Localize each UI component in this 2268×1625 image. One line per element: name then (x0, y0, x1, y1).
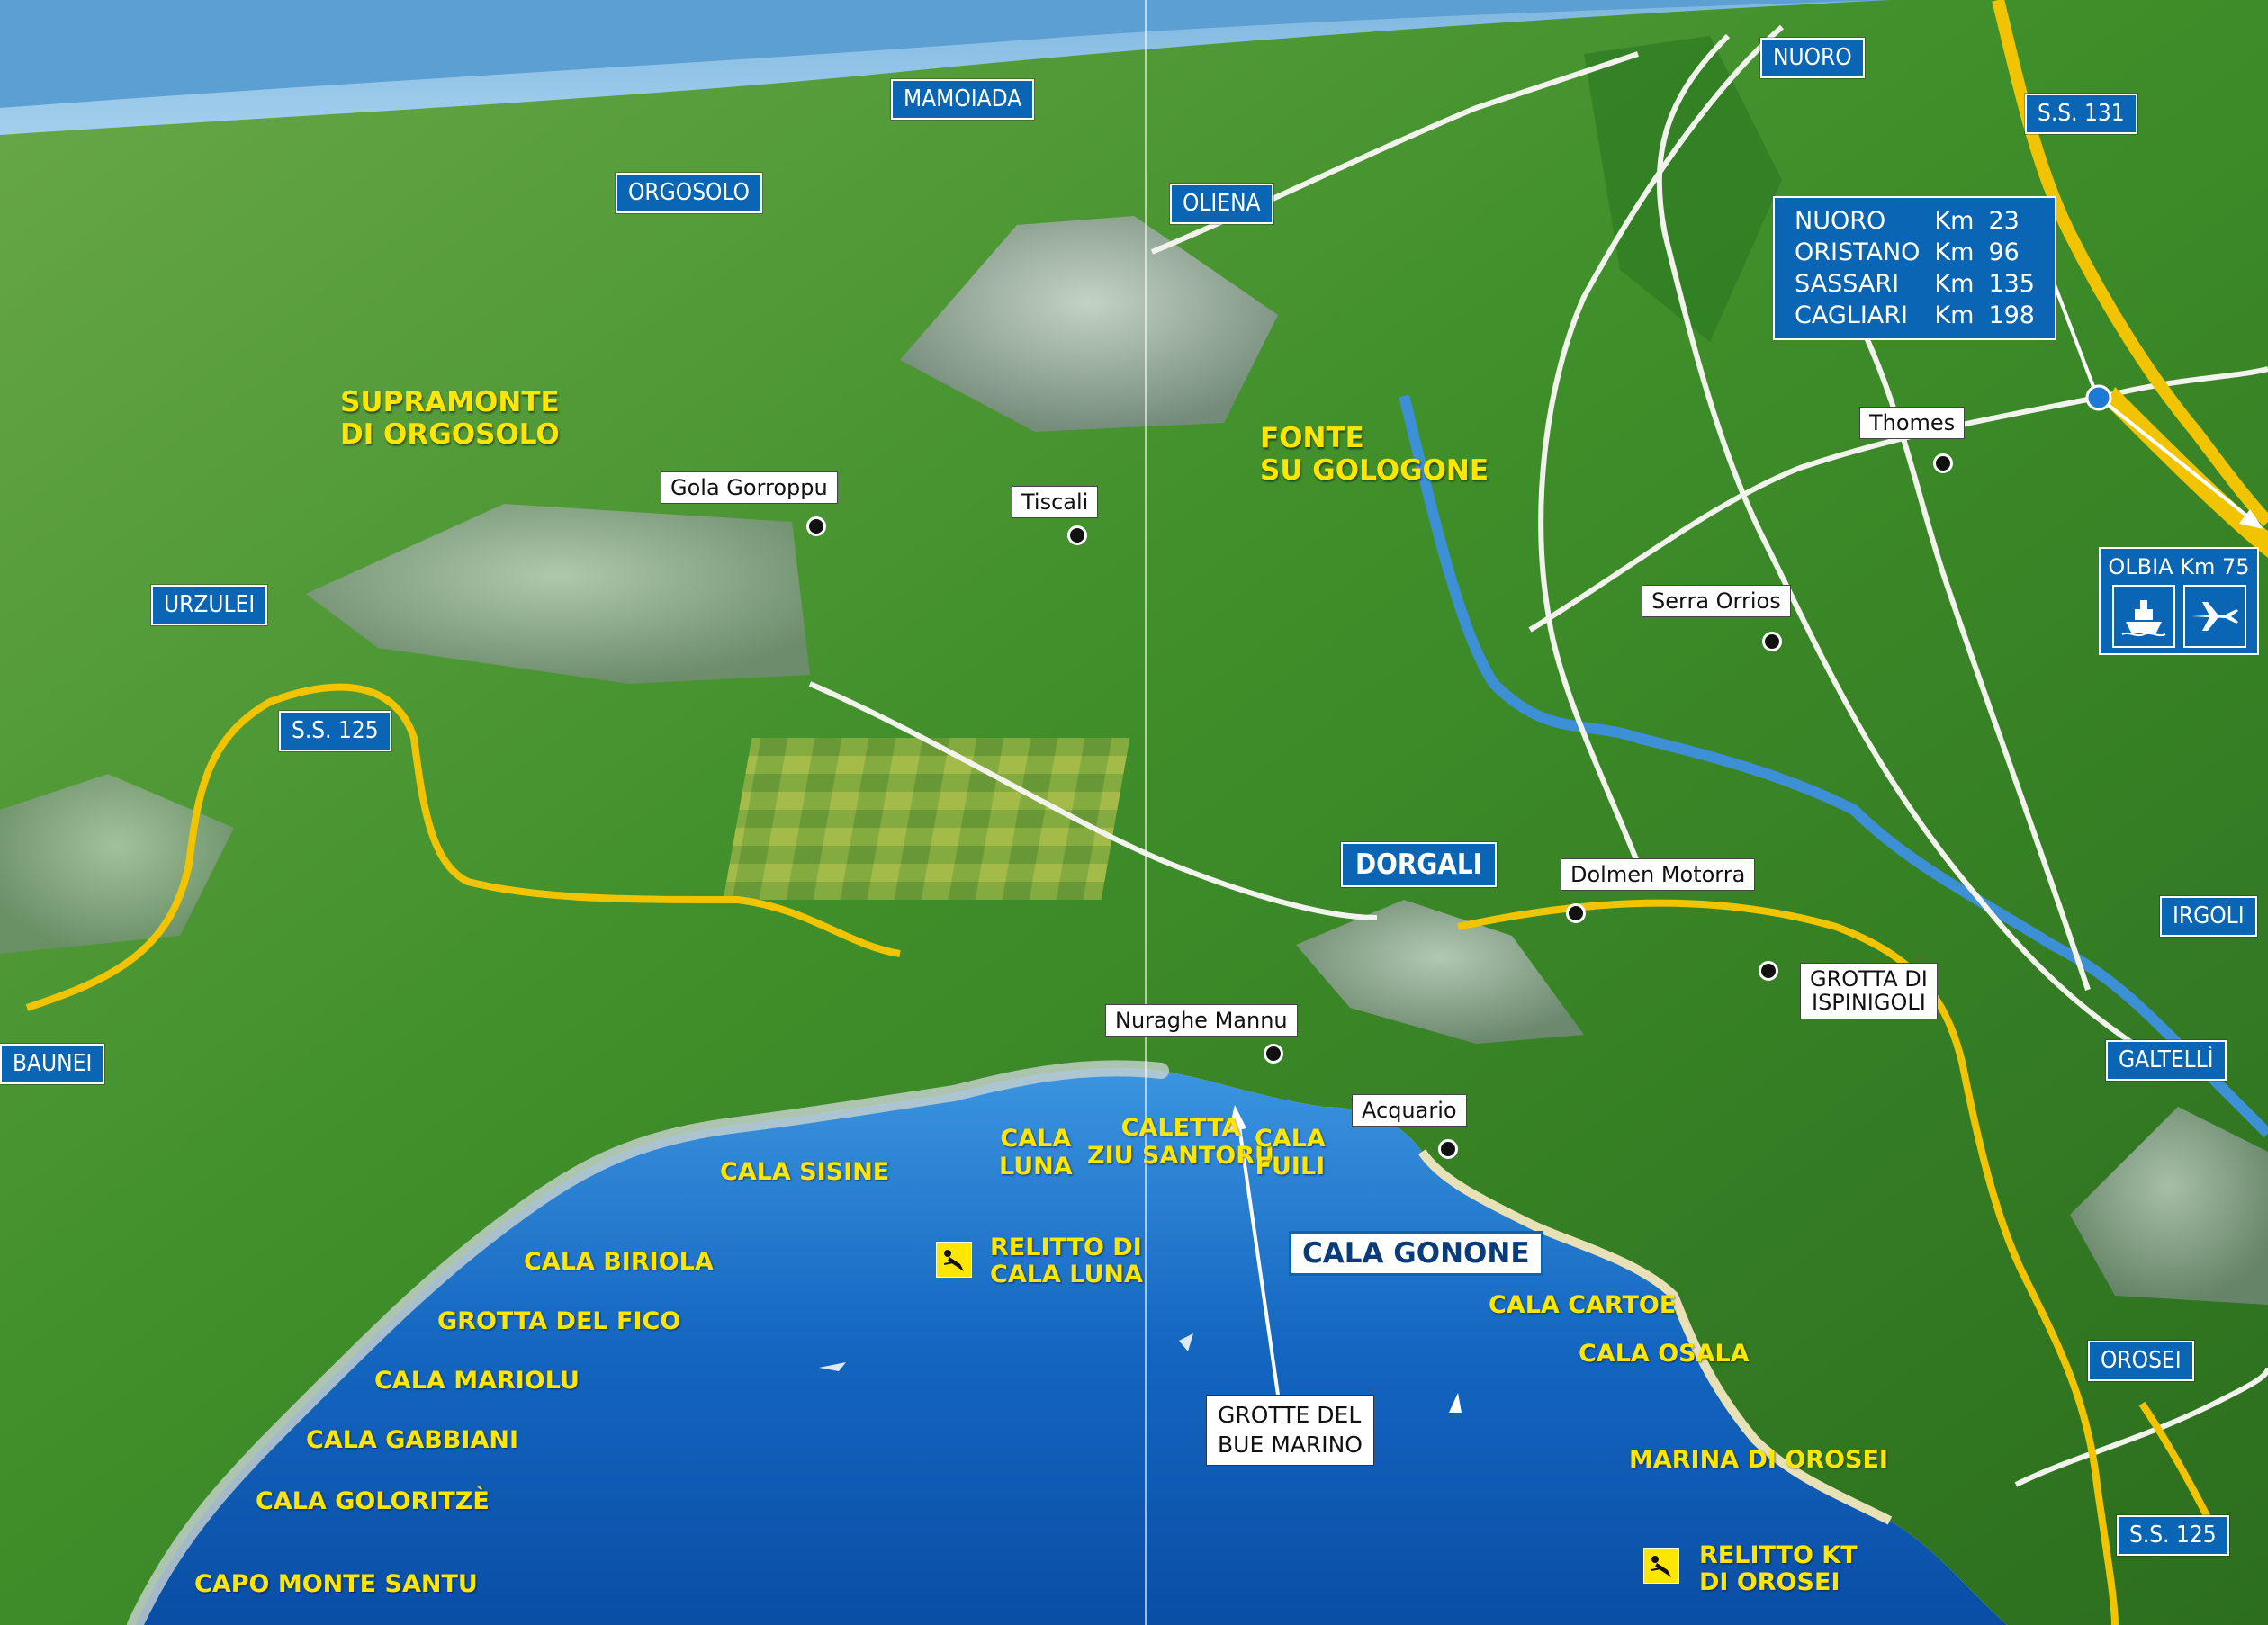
mountain-coast (1296, 900, 1584, 1044)
distant-sea (0, 0, 1890, 108)
town-mamoiada: MAMOIADA (891, 79, 1035, 120)
town-galtelli: GALTELLÌ (2106, 1040, 2227, 1081)
town-urzulei: URZULEI (151, 585, 268, 625)
junction-dot (2085, 384, 2112, 411)
site-dot (1067, 525, 1087, 545)
mountain-ridge-east (1584, 36, 1782, 342)
coast-capo-monte-santu: CAPO MONTE SANTU (194, 1570, 478, 1598)
mountain-galtelli (2070, 1107, 2268, 1305)
town-irgoli: IRGOLI (2160, 896, 2257, 937)
coastal-cliffs (127, 1060, 1169, 1625)
dive-relitto-kt: RELITTO KT DI OROSEI (1699, 1541, 1858, 1596)
coast-caletta-ziu-santoru: CALETTA ZIU SANTORU (1087, 1114, 1274, 1171)
olbia-panel: OLBIA Km 75 (2099, 547, 2259, 655)
ship-icon (2111, 585, 2175, 648)
annotation-grotte-bue-marino: GROTTE DEL BUE MARINO (1206, 1395, 1374, 1466)
coast-cala-luna: CALA LUNA (999, 1125, 1073, 1181)
town-orosei: OROSEI (2088, 1341, 2194, 1381)
town-cala-gonone: CALA GONONE (1289, 1231, 1544, 1276)
site-dot (806, 516, 826, 536)
area-supramonte: SUPRAMONTE DI ORGOSOLO (340, 386, 560, 451)
farmland (723, 738, 1130, 900)
site-nuraghe-mannu: Nuraghe Mannu (1105, 1004, 1298, 1037)
site-serra-orrios: Serra Orrios (1642, 585, 1791, 618)
road-white-5 (808, 681, 1378, 920)
boat-1 (1179, 1333, 1193, 1351)
grotte-pointer (1236, 1113, 1280, 1396)
dive-relitto-cala-luna: RELITTO DI CALA LUNA (990, 1234, 1143, 1288)
site-dot (1759, 961, 1778, 981)
town-dorgali: DORGALI (1341, 842, 1497, 888)
coast-cala-goloritze: CALA GOLORITZÈ (256, 1487, 490, 1515)
olbia-label: OLBIA Km 75 (2108, 554, 2250, 579)
airplane-icon (2182, 585, 2246, 648)
town-orgosolo: ORGOSOLO (616, 173, 762, 213)
town-nuoro: NUORO (1760, 38, 1865, 78)
mountain-supramonte (900, 216, 1278, 432)
road-white-2 (1656, 33, 2162, 1064)
site-tiscali: Tiscali (1012, 486, 1099, 519)
mountain-gorroppu (306, 504, 810, 684)
road-white-1 (1538, 24, 1784, 866)
road-label-ss125-west: S.S. 125 (279, 711, 392, 751)
site-gola-gorroppu: Gola Gorroppu (661, 471, 838, 505)
town-oliena: OLIENA (1170, 184, 1274, 224)
site-dolmen-motorra: Dolmen Motorra (1561, 858, 1756, 892)
grotte-pointer-head (1228, 1105, 1246, 1132)
coast-cala-sisine: CALA SISINE (720, 1158, 890, 1186)
road-ss125-west (25, 683, 901, 1011)
site-acquario: Acquario (1352, 1094, 1467, 1127)
road-white-7 (2014, 1367, 2268, 1487)
coast-cala-osala: CALA OSALA (1579, 1340, 1750, 1368)
diver-icon (1643, 1548, 1679, 1584)
river (1399, 394, 2268, 1138)
road-label-ss125-east: S.S. 125 (2117, 1515, 2229, 1556)
road-ss131-edge (2106, 387, 2268, 558)
beach-strip (1418, 1149, 1893, 1525)
boat-2 (1449, 1393, 1462, 1413)
coast-marina-di-orosei: MARINA DI OROSEI (1629, 1446, 1888, 1474)
arrow-olbia-head (2239, 509, 2264, 529)
site-thomes: Thomes (1859, 407, 1966, 440)
road-ss131 (1992, 0, 2268, 526)
coast-cala-biriola: CALA BIRIOLA (524, 1248, 714, 1276)
diver-icon (936, 1242, 972, 1278)
sea (135, 1068, 2007, 1625)
site-dot (1438, 1139, 1458, 1159)
road-ss125-east (1457, 899, 2119, 1625)
coast-cala-cartoe: CALA CARTOE (1489, 1291, 1677, 1319)
boat-3 (819, 1362, 846, 1371)
site-dot (1566, 903, 1586, 923)
area-fonte-su-gologone: FONTE SU GOLOGONE (1260, 422, 1490, 487)
coast-grotta-del-fico: GROTTA DEL FICO (437, 1307, 681, 1335)
road-label-ss131: S.S. 131 (2025, 94, 2138, 134)
road-white-4 (1797, 223, 2091, 991)
coast-cala-gabbiani: CALA GABBIANI (306, 1426, 519, 1454)
site-grotta-ispinigoli: GROTTA DI ISPINIGOLI (1800, 963, 1938, 1019)
town-baunei: BAUNEI (0, 1044, 105, 1084)
site-dot (1264, 1044, 1283, 1064)
site-dot (1762, 632, 1782, 651)
arrow-olbia (2095, 394, 2256, 524)
coast-cala-mariolu: CALA MARIOLU (374, 1367, 580, 1395)
coast-cala-fuili: CALA FUILI (1255, 1125, 1326, 1181)
site-dot (1933, 453, 1953, 473)
